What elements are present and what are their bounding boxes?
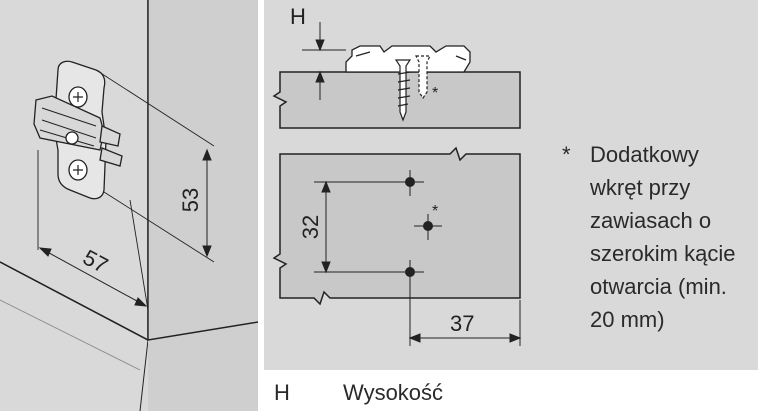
asterisk-top: * [432, 85, 438, 102]
plate-profile [345, 45, 471, 73]
h-dim-line [302, 22, 346, 100]
h-marker: H [290, 4, 306, 29]
cabinet-side-face [148, 0, 258, 411]
mounting-plate [33, 60, 123, 200]
dim-57-label: 57 [79, 245, 112, 279]
screw-profile [394, 55, 431, 122]
dim-32-label: 32 [298, 215, 323, 239]
legend-key: H [274, 380, 290, 405]
dim-37-line [408, 300, 522, 346]
board-plan [272, 146, 521, 306]
legend-value: Wysokość [343, 380, 444, 405]
dim-32-line [314, 180, 404, 274]
dim-53-label: 53 [178, 188, 203, 212]
board-section [272, 71, 521, 129]
dim-37-label: 37 [450, 311, 474, 336]
dim-57-line [38, 247, 148, 307]
footnote-text: Dodatkowy wkręt przy zawiasach o szeroki… [590, 142, 736, 332]
dim-53-line [202, 148, 212, 258]
asterisk-plate: * [432, 203, 438, 220]
footnote-symbol: * [562, 142, 571, 167]
cabinet-bottom-edge [0, 261, 259, 341]
